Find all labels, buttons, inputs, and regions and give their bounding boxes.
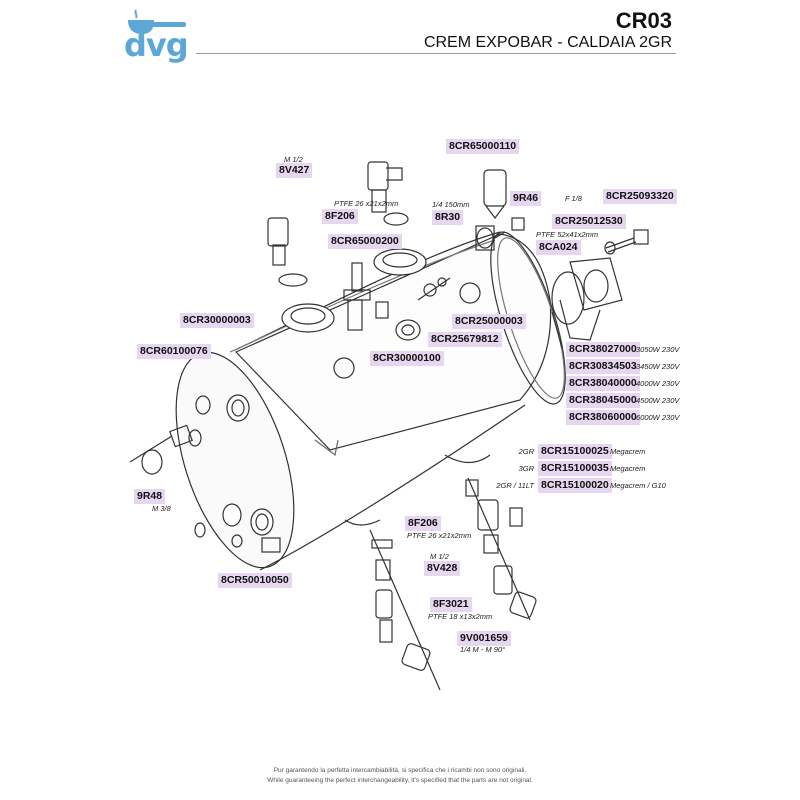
part-8V428[interactable]: 8V428	[424, 561, 461, 576]
bottom-outlets	[261, 454, 491, 553]
heating-element	[551, 257, 623, 349]
note-8F206-top: PTFE 26 x21x2mm	[334, 199, 399, 208]
part-8CR25679812[interactable]: 8CR25679812	[428, 332, 502, 347]
boiler-1-note: Megacrem	[610, 447, 646, 456]
header-divider	[196, 53, 676, 54]
spec-resistance-4: 4500W 230V	[636, 396, 680, 405]
top-fittings	[343, 262, 451, 341]
part-resistance-1[interactable]: 8CR38027000	[566, 342, 640, 357]
spec-resistance-5: 6000W 230V	[636, 413, 680, 422]
part-8R30[interactable]: 8R30	[432, 210, 464, 225]
part-resistance-2[interactable]: 8CR30834503	[566, 359, 640, 374]
part-8V427[interactable]: 8V427	[276, 163, 313, 178]
boiler-1-prefix: 2GR	[518, 447, 534, 456]
part-8CR30000100[interactable]: 8CR30000100	[370, 351, 444, 366]
valve-assembly-right	[465, 477, 537, 621]
part-8CR50010050[interactable]: 8CR50010050	[218, 573, 292, 588]
note-8F206-bottom: PTFE 26 x21x2mm	[407, 531, 472, 540]
part-8CR60100076[interactable]: 8CR60100076	[137, 344, 211, 359]
brand-logo: dvg	[120, 8, 200, 64]
valve-assembly-left	[369, 529, 441, 691]
part-8CR25012530[interactable]: 8CR25012530	[552, 214, 626, 229]
spec-resistance-2: 3450W 230V	[636, 362, 680, 371]
spec-resistance-3: 4000W 230V	[636, 379, 680, 388]
part-8F206-top[interactable]: 8F206	[322, 209, 358, 224]
boiler-3-prefix: 2GR / 11LT	[496, 481, 534, 490]
pressure-switch-8CR65000110	[475, 169, 525, 251]
boiler-3-note: Megacrem / G10	[610, 481, 666, 490]
footer-disclaimer-en: While guaranteeing the perfect interchan…	[267, 777, 533, 784]
part-boiler-3[interactable]: 8CR15100020	[538, 478, 612, 493]
left-end-fittings	[129, 394, 274, 548]
coffee-cup-icon	[128, 9, 186, 34]
part-8F206-bottom[interactable]: 8F206	[405, 516, 441, 531]
page-title: CREM EXPOBAR - CALDAIA 2GR	[423, 34, 672, 51]
note-8V427: M 1/2	[284, 155, 303, 164]
note-8V428: M 1/2	[430, 552, 449, 561]
boiler-2-prefix: 3GR	[518, 464, 534, 473]
part-resistance-3[interactable]: 8CR38040000	[566, 376, 640, 391]
part-9V001659[interactable]: 9V001659	[457, 631, 511, 646]
part-8CR25093320[interactable]: 8CR25093320	[603, 189, 677, 204]
note-8CR25012530: PTFE 52x41x2mm	[536, 230, 599, 239]
part-8F3021[interactable]: 8F3021	[430, 597, 472, 612]
part-9R48[interactable]: 9R48	[134, 489, 166, 504]
part-8CA024[interactable]: 8CA024	[536, 240, 581, 255]
note-9R48: M 3/8	[152, 504, 171, 513]
part-8CR65000200[interactable]: 8CR65000200	[328, 234, 402, 249]
boiler-top-ports	[281, 248, 481, 379]
part-resistance-4[interactable]: 8CR38045000	[566, 393, 640, 408]
part-boiler-1[interactable]: 8CR15100025	[538, 444, 612, 459]
part-boiler-2[interactable]: 8CR15100035	[538, 461, 612, 476]
spec-resistance-1: 3050W 230V	[636, 345, 680, 354]
boiler-2-note: Megacrem	[610, 464, 646, 473]
note-8F3021: PTFE 18 x13x2mm	[428, 612, 493, 621]
valve-8V427	[267, 161, 409, 287]
logo-text: dvg	[124, 26, 189, 64]
boiler-body	[175, 231, 566, 571]
part-resistance-5[interactable]: 8CR38060000	[566, 410, 640, 425]
note-9R46: F 1/8	[565, 194, 582, 203]
page-code: CR03	[615, 8, 672, 33]
part-9R46[interactable]: 9R46	[510, 191, 542, 206]
screw-8CR25093320	[604, 229, 649, 255]
note-9V001659: 1/4 M - M 90°	[460, 645, 506, 654]
part-8CR65000110[interactable]: 8CR65000110	[446, 139, 520, 154]
part-8CR30000003[interactable]: 8CR30000003	[180, 313, 254, 328]
part-8CR25000003[interactable]: 8CR25000003	[452, 314, 526, 329]
boiler-list: 2GR 8CR15100025 Megacrem 3GR 8CR15100035…	[480, 444, 700, 495]
note-8R30: 1/4 150mm	[432, 200, 470, 209]
footer-disclaimer-it: Pur garantendo la perfetta intercambiabi…	[273, 767, 527, 774]
